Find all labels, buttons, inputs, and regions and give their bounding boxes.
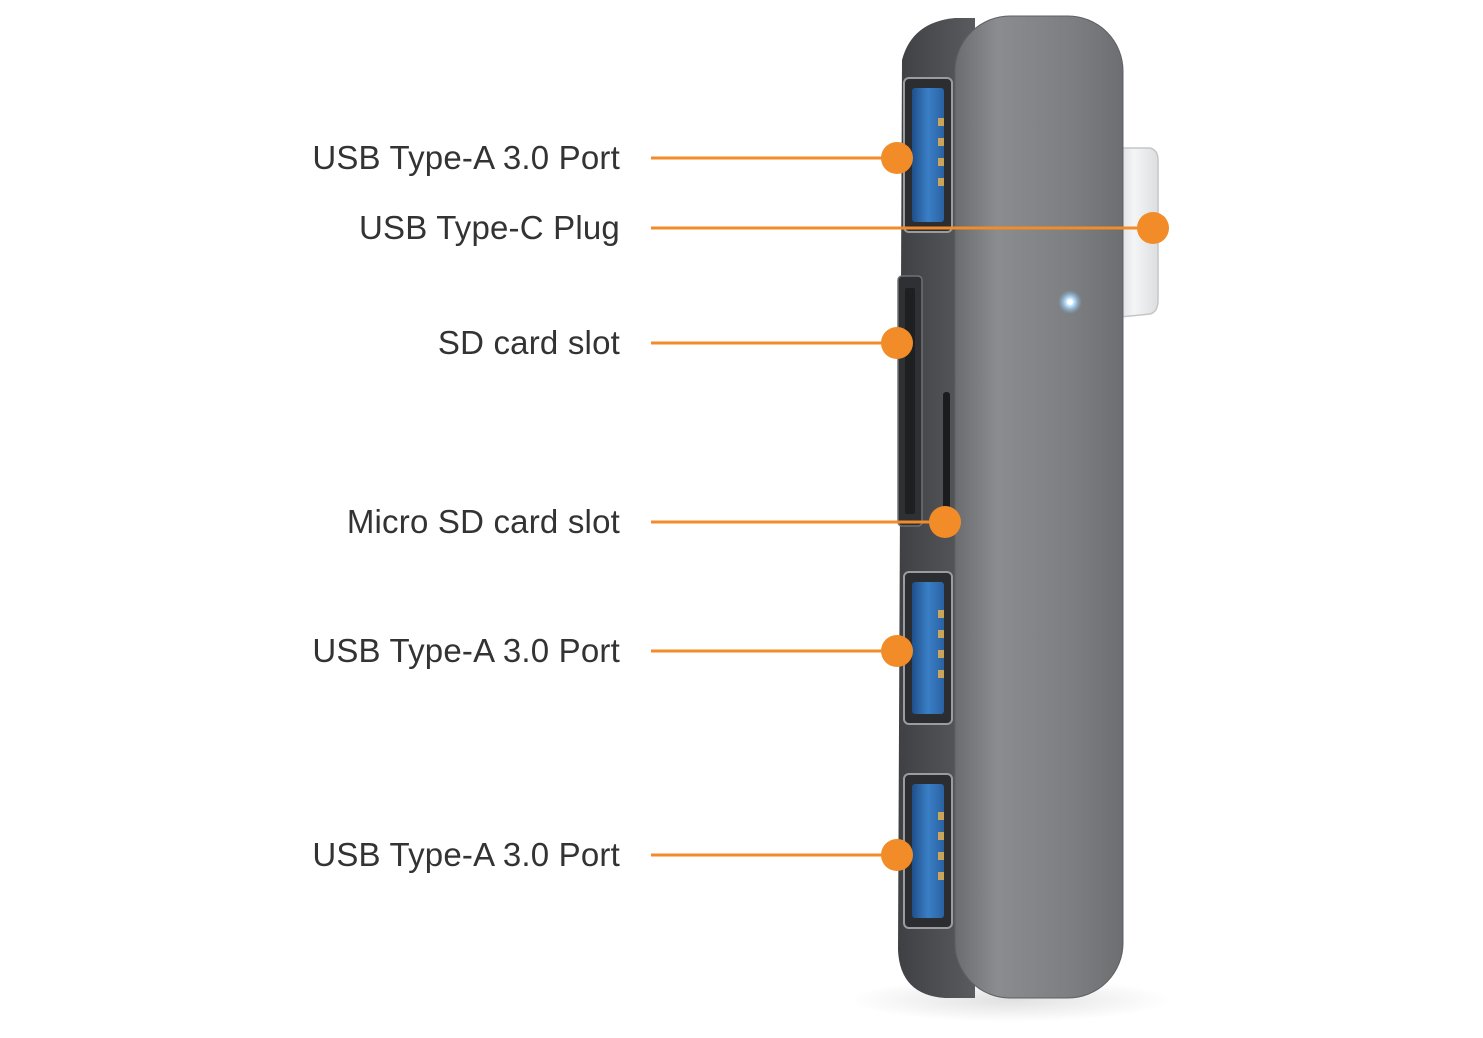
- callout-label-usb-a-top: USB Type-A 3.0 Port: [312, 139, 620, 176]
- callout-dot-usb-a-middle: [881, 635, 913, 667]
- callout-dot-microsd-slot: [929, 506, 961, 538]
- usb-a-port-bottom: [903, 773, 953, 929]
- callout-label-usb-c-plug: USB Type-C Plug: [358, 209, 620, 246]
- callout-label-usb-a-middle: USB Type-A 3.0 Port: [312, 632, 620, 669]
- usb-a-port-middle: [903, 571, 953, 725]
- callout-dot-sd-slot: [881, 327, 913, 359]
- microsd-card-slot: [943, 392, 950, 522]
- callout-label-microsd-slot: Micro SD card slot: [346, 503, 620, 540]
- callout-dot-usb-c-plug: [1137, 212, 1169, 244]
- callout-label-usb-a-bottom: USB Type-A 3.0 Port: [312, 836, 620, 873]
- usb-a-port-top: [903, 77, 953, 233]
- callout-label-sd-slot: SD card slot: [437, 324, 620, 361]
- callout-dot-usb-a-top: [881, 142, 913, 174]
- hub-body: [955, 16, 1123, 998]
- sd-card-slot: [897, 275, 923, 527]
- callout-dot-usb-a-bottom: [881, 839, 913, 871]
